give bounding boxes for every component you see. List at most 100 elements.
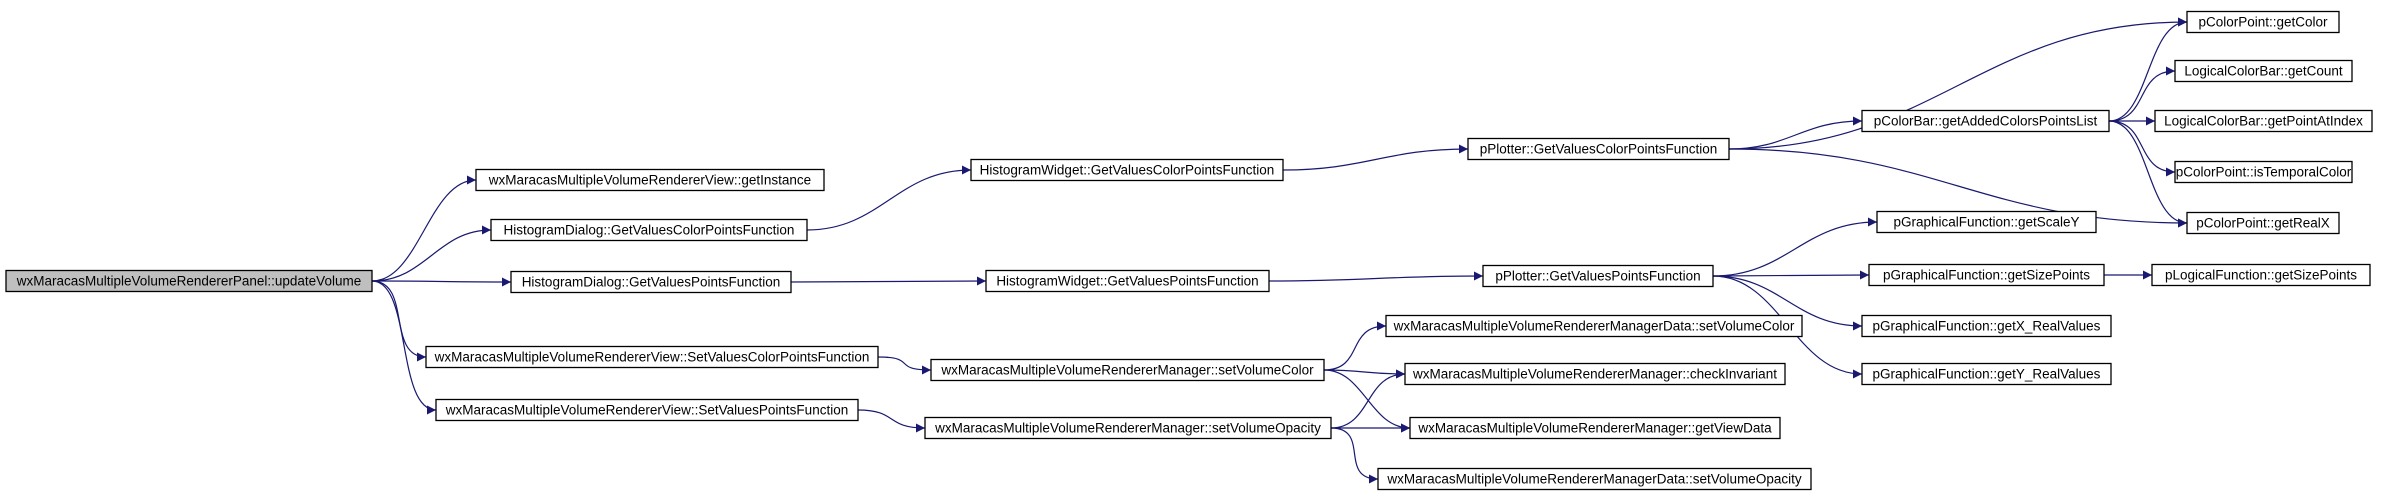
edges xyxy=(371,17,2188,484)
edge-pp_colorPts-to-cb_added xyxy=(1728,116,1863,150)
node-label: LogicalColorBar::getPointAtIndex xyxy=(2164,114,2363,129)
node-box xyxy=(924,416,1332,440)
node-box xyxy=(1377,467,1812,491)
node-box xyxy=(1404,362,1786,386)
node-box xyxy=(2154,109,2373,133)
node-box xyxy=(1868,263,2105,287)
node-label: pGraphicalFunction::getScaleY xyxy=(1893,215,2079,230)
node-lf_sizePts[interactable]: pLogicalFunction::getSizePoints xyxy=(2151,263,2371,287)
edge-m_setVolumeOpacity-to-md_setVolumeOpacity xyxy=(1330,427,1379,484)
node-box xyxy=(930,358,1325,382)
node-md_setVolumeColor[interactable]: wxMaracasMultipleVolumeRendererManagerDa… xyxy=(1385,314,1803,338)
edge-root-to-hd_colorPts xyxy=(371,225,492,282)
node-label: wxMaracasMultipleVolumeRendererManagerDa… xyxy=(1386,472,1801,487)
node-pp_pts[interactable]: pPlotter::GetValuesPointsFunction xyxy=(1482,264,1714,288)
node-label: HistogramWidget::GetValuesColorPointsFun… xyxy=(980,163,1275,178)
node-cp_getColor[interactable]: pColorPoint::getColor xyxy=(2186,10,2340,34)
node-box xyxy=(2186,10,2340,34)
node-label: wxMaracasMultipleVolumeRendererView::Set… xyxy=(445,403,848,418)
node-cp_isTemporal[interactable]: pColorPoint::isTemporalColor xyxy=(2174,160,2353,184)
node-hd_pts[interactable]: HistogramDialog::GetValuesPointsFunction xyxy=(510,270,792,294)
node-label: wxMaracasMultipleVolumeRendererManager::… xyxy=(1417,421,1772,436)
node-gf_xReal[interactable]: pGraphicalFunction::getX_RealValues xyxy=(1861,314,2112,338)
node-hw_colorPts[interactable]: HistogramWidget::GetValuesColorPointsFun… xyxy=(970,158,1284,182)
node-label: wxMaracasMultipleVolumeRendererManager::… xyxy=(1412,367,1777,382)
node-v_getInstance[interactable]: wxMaracasMultipleVolumeRendererView::get… xyxy=(475,168,825,192)
edge-root-to-v_getInstance xyxy=(371,175,477,282)
edge-cb_added-to-lcb_getCount xyxy=(2108,66,2176,122)
node-label: LogicalColorBar::getCount xyxy=(2184,64,2343,79)
node-hd_colorPts[interactable]: HistogramDialog::GetValuesColorPointsFun… xyxy=(490,218,808,242)
node-label: pGraphicalFunction::getY_RealValues xyxy=(1873,367,2101,382)
edge-hw_pts-to-pp_pts xyxy=(1268,271,1484,282)
edge-cb_added-to-cp_isTemporal xyxy=(2108,120,2176,177)
node-label: pColorPoint::isTemporalColor xyxy=(2176,165,2352,180)
node-gf_sizePts[interactable]: pGraphicalFunction::getSizePoints xyxy=(1868,263,2105,287)
node-box xyxy=(490,218,808,242)
node-lcb_getCount[interactable]: LogicalColorBar::getCount xyxy=(2174,59,2353,83)
node-label: wxMaracasMultipleVolumeRendererManager::… xyxy=(934,421,1321,436)
node-label: HistogramWidget::GetValuesPointsFunction xyxy=(996,274,1258,289)
edge-pp_pts-to-gf_xReal xyxy=(1712,275,1863,331)
node-box xyxy=(1385,314,1803,338)
edge-m_setVolumeOpacity-to-m_checkInvariant xyxy=(1330,369,1406,429)
edge-v_setPts-to-m_setVolumeOpacity xyxy=(857,409,926,433)
node-cp_getRealX[interactable]: pColorPoint::getRealX xyxy=(2186,211,2340,235)
edge-pp_colorPts-to-cp_getColor xyxy=(1728,17,2188,150)
node-box xyxy=(5,269,373,293)
node-box xyxy=(1409,416,1781,440)
node-label: wxMaracasMultipleVolumeRendererManagerDa… xyxy=(1393,319,1795,334)
node-box xyxy=(1467,137,1730,161)
node-label: wxMaracasMultipleVolumeRendererManager::… xyxy=(940,363,1314,378)
node-v_setPts[interactable]: wxMaracasMultipleVolumeRendererView::Set… xyxy=(435,398,859,422)
node-box xyxy=(2174,160,2353,184)
edge-v_setColorPts-to-m_setVolumeColor xyxy=(877,356,932,375)
node-m_setVolumeOpacity[interactable]: wxMaracasMultipleVolumeRendererManager::… xyxy=(924,416,1332,440)
node-m_setVolumeColor[interactable]: wxMaracasMultipleVolumeRendererManager::… xyxy=(930,358,1325,382)
edge-m_setVolumeColor-to-m_checkInvariant xyxy=(1323,369,1406,379)
node-box xyxy=(1876,210,2097,234)
node-box xyxy=(985,269,1270,293)
edge-root-to-v_setPts xyxy=(371,280,437,415)
node-md_setVolumeOpacity[interactable]: wxMaracasMultipleVolumeRendererManagerDa… xyxy=(1377,467,1812,491)
node-box xyxy=(1482,264,1714,288)
node-label: pPlotter::GetValuesPointsFunction xyxy=(1495,269,1700,284)
node-cb_added[interactable]: pColorBar::getAddedColorsPointsList xyxy=(1861,109,2110,133)
node-label: HistogramDialog::GetValuesPointsFunction xyxy=(522,275,781,290)
node-label: pColorPoint::getColor xyxy=(2198,15,2328,30)
edge-m_setVolumeColor-to-md_setVolumeColor xyxy=(1323,321,1387,371)
edge-m_setVolumeColor-to-m_getViewData xyxy=(1323,369,1411,433)
node-box xyxy=(510,270,792,294)
node-label: pPlotter::GetValuesColorPointsFunction xyxy=(1480,142,1718,157)
node-label: wxMaracasMultipleVolumeRendererView::Set… xyxy=(434,350,870,365)
edge-hw_colorPts-to-pp_colorPts xyxy=(1282,144,1469,171)
edge-root-to-hd_pts xyxy=(371,277,512,287)
node-pp_colorPts[interactable]: pPlotter::GetValuesColorPointsFunction xyxy=(1467,137,1730,161)
node-lcb_getPointAtIndex[interactable]: LogicalColorBar::getPointAtIndex xyxy=(2154,109,2373,133)
node-label: HistogramDialog::GetValuesColorPointsFun… xyxy=(504,223,795,238)
node-m_getViewData[interactable]: wxMaracasMultipleVolumeRendererManager::… xyxy=(1409,416,1781,440)
node-box xyxy=(1861,362,2112,386)
node-gf_yReal[interactable]: pGraphicalFunction::getY_RealValues xyxy=(1861,362,2112,386)
edge-pp_pts-to-gf_sizePts xyxy=(1712,270,1870,280)
node-label: pGraphicalFunction::getSizePoints xyxy=(1883,268,2090,283)
node-box xyxy=(1861,109,2110,133)
node-m_checkInvariant[interactable]: wxMaracasMultipleVolumeRendererManager::… xyxy=(1404,362,1786,386)
node-box xyxy=(435,398,859,422)
edge-hd_pts-to-hw_pts xyxy=(790,276,987,286)
node-box xyxy=(425,345,879,369)
edge-pp_colorPts-to-cp_getRealX xyxy=(1728,148,2188,228)
edge-cb_added-to-cp_getRealX xyxy=(2108,120,2188,228)
node-hw_pts[interactable]: HistogramWidget::GetValuesPointsFunction xyxy=(985,269,1270,293)
node-label: pLogicalFunction::getSizePoints xyxy=(2165,268,2357,283)
node-label: wxMaracasMultipleVolumeRendererView::get… xyxy=(488,173,811,188)
node-v_setColorPts[interactable]: wxMaracasMultipleVolumeRendererView::Set… xyxy=(425,345,879,369)
node-label: pColorPoint::getRealX xyxy=(2196,216,2330,231)
node-label: wxMaracasMultipleVolumeRendererPanel::up… xyxy=(16,274,361,289)
node-root[interactable]: wxMaracasMultipleVolumeRendererPanel::up… xyxy=(5,269,373,293)
node-gf_scaleY[interactable]: pGraphicalFunction::getScaleY xyxy=(1876,210,2097,234)
node-label: pColorBar::getAddedColorsPointsList xyxy=(1874,114,2098,129)
edge-cb_added-to-cp_getColor xyxy=(2108,17,2188,122)
edge-hd_colorPts-to-hw_colorPts xyxy=(806,165,972,231)
